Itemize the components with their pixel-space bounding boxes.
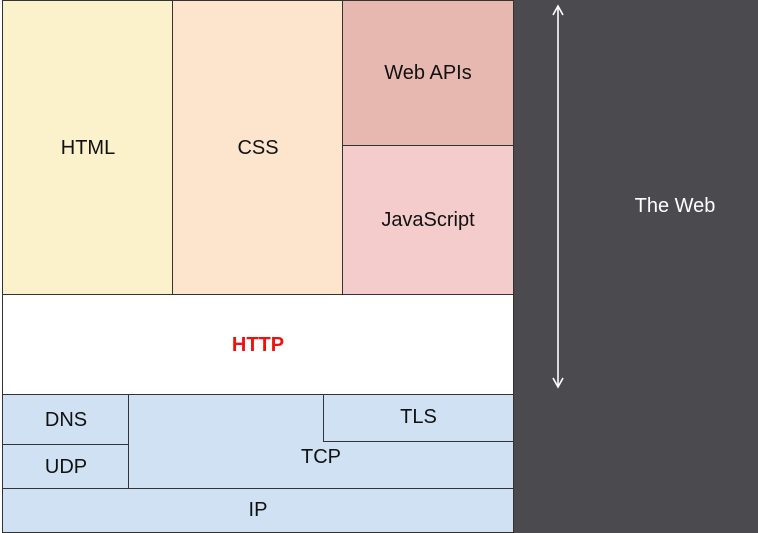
javascript-box: JavaScript	[342, 145, 514, 296]
css-box: CSS	[172, 0, 344, 296]
html-label: HTML	[60, 136, 116, 159]
double-arrow-icon	[552, 4, 564, 389]
http-label: HTTP	[231, 333, 285, 356]
web-stack-diagram: HTML CSS Web APIs JavaScript HTTP DNS UD…	[0, 0, 514, 533]
udp-box: UDP	[2, 444, 130, 490]
http-box: HTTP	[2, 294, 514, 396]
udp-label: UDP	[44, 455, 88, 478]
tls-label: TLS	[400, 406, 437, 428]
dns-label: DNS	[44, 408, 88, 431]
web-apis-box: Web APIs	[342, 0, 514, 147]
html-box: HTML	[2, 0, 174, 296]
ip-label: IP	[248, 499, 268, 521]
tls-box: TLS	[323, 394, 514, 442]
tcp-label: TCP	[301, 446, 341, 468]
web-apis-label: Web APIs	[384, 62, 472, 84]
ip-box: IP	[2, 488, 514, 533]
dns-box: DNS	[2, 394, 130, 446]
javascript-label: JavaScript	[381, 209, 475, 231]
css-label: CSS	[237, 136, 279, 159]
the-web-label: The Web	[634, 195, 716, 217]
